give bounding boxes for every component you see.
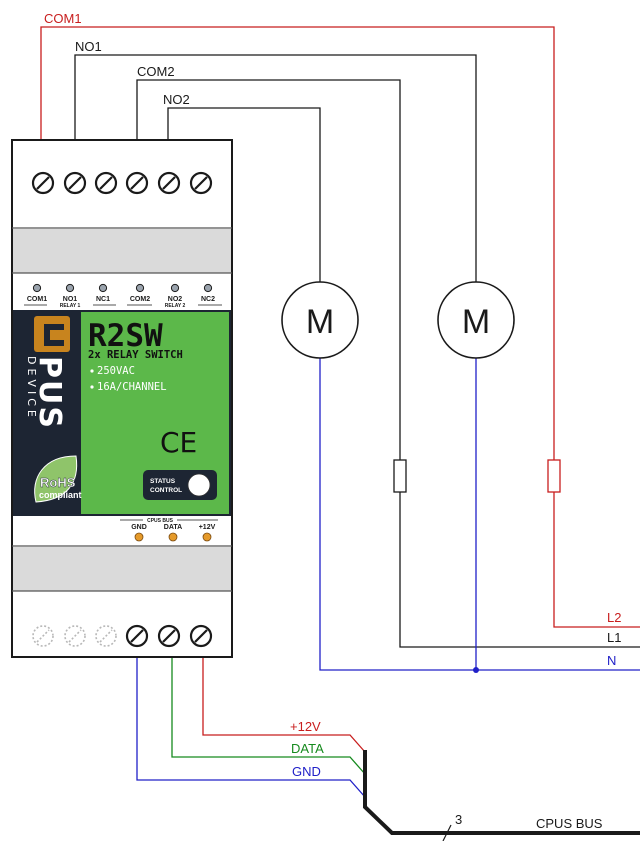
cpus-logo-c (44, 324, 64, 346)
model-title: R2SW (88, 318, 163, 354)
bus-terminal-label-gnd: GND (131, 524, 147, 531)
label-no1: NO1 (75, 39, 102, 54)
rohs-title: RoHS (40, 475, 76, 490)
wire-com1 (40, 26, 555, 460)
cpus-logo-icon (34, 316, 70, 352)
screw-icon (63, 171, 87, 195)
empty-screw-slot-icon (95, 625, 117, 647)
wire-bus-gnd (136, 655, 366, 798)
wire-no2 (167, 107, 321, 285)
motor-2 (437, 281, 515, 359)
brand-sub: DEVICE (25, 356, 38, 421)
terminal-hole-icon (32, 283, 42, 293)
top-terminal-label-no2: NO2 (168, 296, 183, 303)
bus-cable (363, 750, 640, 835)
brand-letters: PUS (32, 356, 67, 430)
spec-bullet-1 (90, 369, 94, 373)
device-grey-band-bottom (13, 547, 231, 591)
top-terminal-label-nc1: NC1 (96, 296, 110, 303)
top-terminal-holes (32, 283, 213, 293)
device-grey-band-top (13, 229, 231, 273)
rohs-sub: compliant (39, 490, 82, 500)
label-com1: COM1 (44, 11, 82, 26)
screw-icon (157, 624, 181, 648)
wire-bus-data (171, 655, 366, 775)
spec-voltage: 250VAC (97, 365, 135, 377)
screw-icon (157, 171, 181, 195)
wire-n-motor1 (319, 357, 640, 671)
bus-led-12v (202, 532, 212, 542)
bus-group-label: CPUS BUS (147, 518, 174, 524)
top-screw-terminals (31, 171, 213, 195)
rohs-badge: RoHS compliant (34, 455, 82, 503)
terminal-hole-icon (98, 283, 108, 293)
wire-bus-12v (202, 655, 366, 753)
label-12v: +12V (290, 719, 321, 734)
top-terminal-label-nc2: NC2 (201, 296, 215, 303)
screw-icon (94, 171, 118, 195)
terminal-hole-icon (170, 283, 180, 293)
bus-terminal-label-data: DATA (164, 524, 182, 531)
screw-icon (125, 624, 149, 648)
label-data: DATA (291, 741, 324, 756)
label-bus: CPUS BUS (536, 816, 603, 831)
label-no2: NO2 (163, 92, 190, 107)
label-bus-count: 3 (455, 812, 462, 827)
empty-screw-slot-icon (32, 625, 54, 647)
motor-1-label: M (306, 303, 334, 341)
motor-2-label: M (462, 303, 490, 341)
motor-1 (281, 281, 359, 359)
label-gnd: GND (292, 764, 321, 779)
top-terminal-label-com2: COM2 (130, 296, 150, 303)
wire-no1 (74, 54, 477, 285)
screw-icon (31, 171, 55, 195)
bottom-screw-terminals (32, 624, 213, 648)
empty-screw-slot-icon (64, 625, 86, 647)
screw-icon (189, 171, 213, 195)
screw-icon (189, 624, 213, 648)
spec-bullet-2 (90, 385, 94, 389)
bus-count-tick (442, 824, 452, 841)
label-l1: L1 (607, 630, 621, 645)
label-com2: COM2 (137, 64, 175, 79)
wire-com2 (136, 79, 401, 460)
label-l2: L2 (607, 610, 621, 625)
top-terminal-label-com1: COM1 (27, 296, 47, 303)
device-r2sw: COM1 NO1 NC1 COM2 NO2 NC2 RELAY 1 RELAY … (11, 139, 233, 658)
fuse-l2 (547, 459, 561, 493)
fuse-l1 (393, 459, 407, 493)
junction-dot (473, 667, 479, 673)
relay1-label: RELAY 1 (60, 303, 81, 309)
screw-icon (125, 171, 149, 195)
status-led (187, 473, 211, 497)
status-line1: STATUS (150, 478, 176, 485)
bus-led-data (168, 532, 178, 542)
relay2-label: RELAY 2 (165, 303, 186, 309)
spec-current: 16A/CHANNEL (97, 381, 167, 393)
wire-com2-lower (399, 492, 640, 648)
ce-mark: CE (160, 426, 197, 459)
terminal-hole-icon (203, 283, 213, 293)
terminal-hole-icon (135, 283, 145, 293)
status-line2: CONTROL (150, 487, 182, 494)
top-terminal-label-no1: NO1 (63, 296, 78, 303)
terminal-hole-icon (65, 283, 75, 293)
rohs-leaf-icon (34, 455, 78, 503)
wire-com1-lower (553, 492, 640, 628)
bus-led-gnd (134, 532, 144, 542)
bus-terminal-label-12v: +12V (199, 524, 216, 531)
model-subtitle: 2x RELAY SWITCH (88, 349, 183, 361)
label-n: N (607, 653, 616, 668)
